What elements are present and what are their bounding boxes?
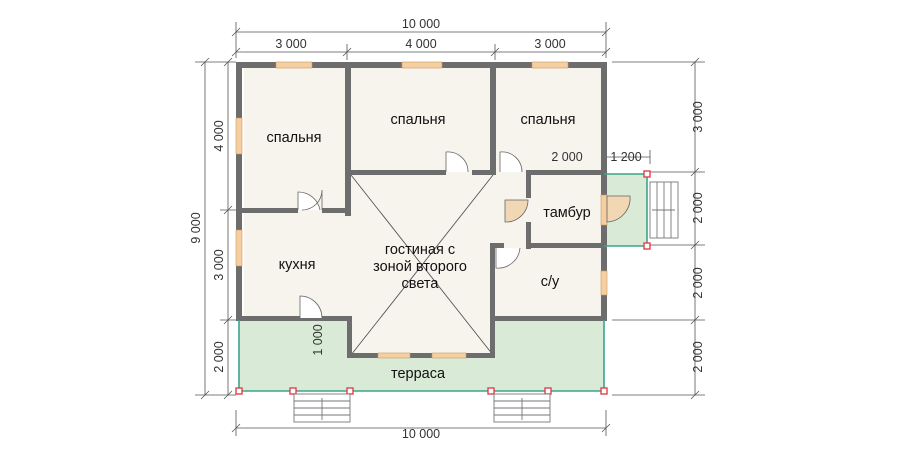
room-label-bathroom: с/у: [541, 274, 560, 290]
room-label-vestibule: тамбур: [543, 205, 591, 221]
dim-left-seg3: 2 000: [212, 341, 226, 372]
dim-inner-1200: 1 200: [610, 150, 641, 164]
dim-right-seg3: 2 000: [691, 267, 705, 298]
terrace-railing: [238, 173, 648, 392]
windows: [235, 61, 608, 359]
room-label-living-line3: света: [402, 276, 440, 292]
dim-left-seg1: 4 000: [212, 120, 226, 151]
room-label-kitchen: кухня: [279, 257, 316, 273]
posts: [235, 170, 651, 395]
doors: [297, 151, 631, 319]
dim-top-seg2: 4 000: [405, 37, 436, 51]
room-label-bedroom-right: спальня: [520, 112, 575, 128]
dim-top-total: 10 000: [402, 17, 440, 31]
dim-left-total: 9 000: [189, 212, 203, 243]
dimension-lines: [195, 22, 705, 436]
room-label-living-line1: гостиная с: [385, 242, 455, 258]
room-label-terrace: терраса: [391, 366, 446, 382]
dim-right-seg4: 2 000: [691, 341, 705, 372]
dim-right-seg1: 3 000: [691, 101, 705, 132]
stairs: [293, 181, 679, 423]
room-label-living-line2: зоной второго: [373, 259, 467, 275]
dim-bottom-total: 10 000: [402, 427, 440, 441]
room-label-bedroom-middle: спальня: [390, 112, 445, 128]
dim-inner-1000: 1 000: [311, 324, 325, 355]
dim-inner-2000: 2 000: [551, 150, 582, 164]
dim-right-seg2: 2 000: [691, 192, 705, 223]
dim-top-seg1: 3 000: [275, 37, 306, 51]
dim-left-seg2: 3 000: [212, 249, 226, 280]
dim-top-seg3: 3 000: [534, 37, 565, 51]
second-light-cross: [350, 174, 494, 356]
room-label-bedroom-left: спальня: [266, 130, 321, 146]
